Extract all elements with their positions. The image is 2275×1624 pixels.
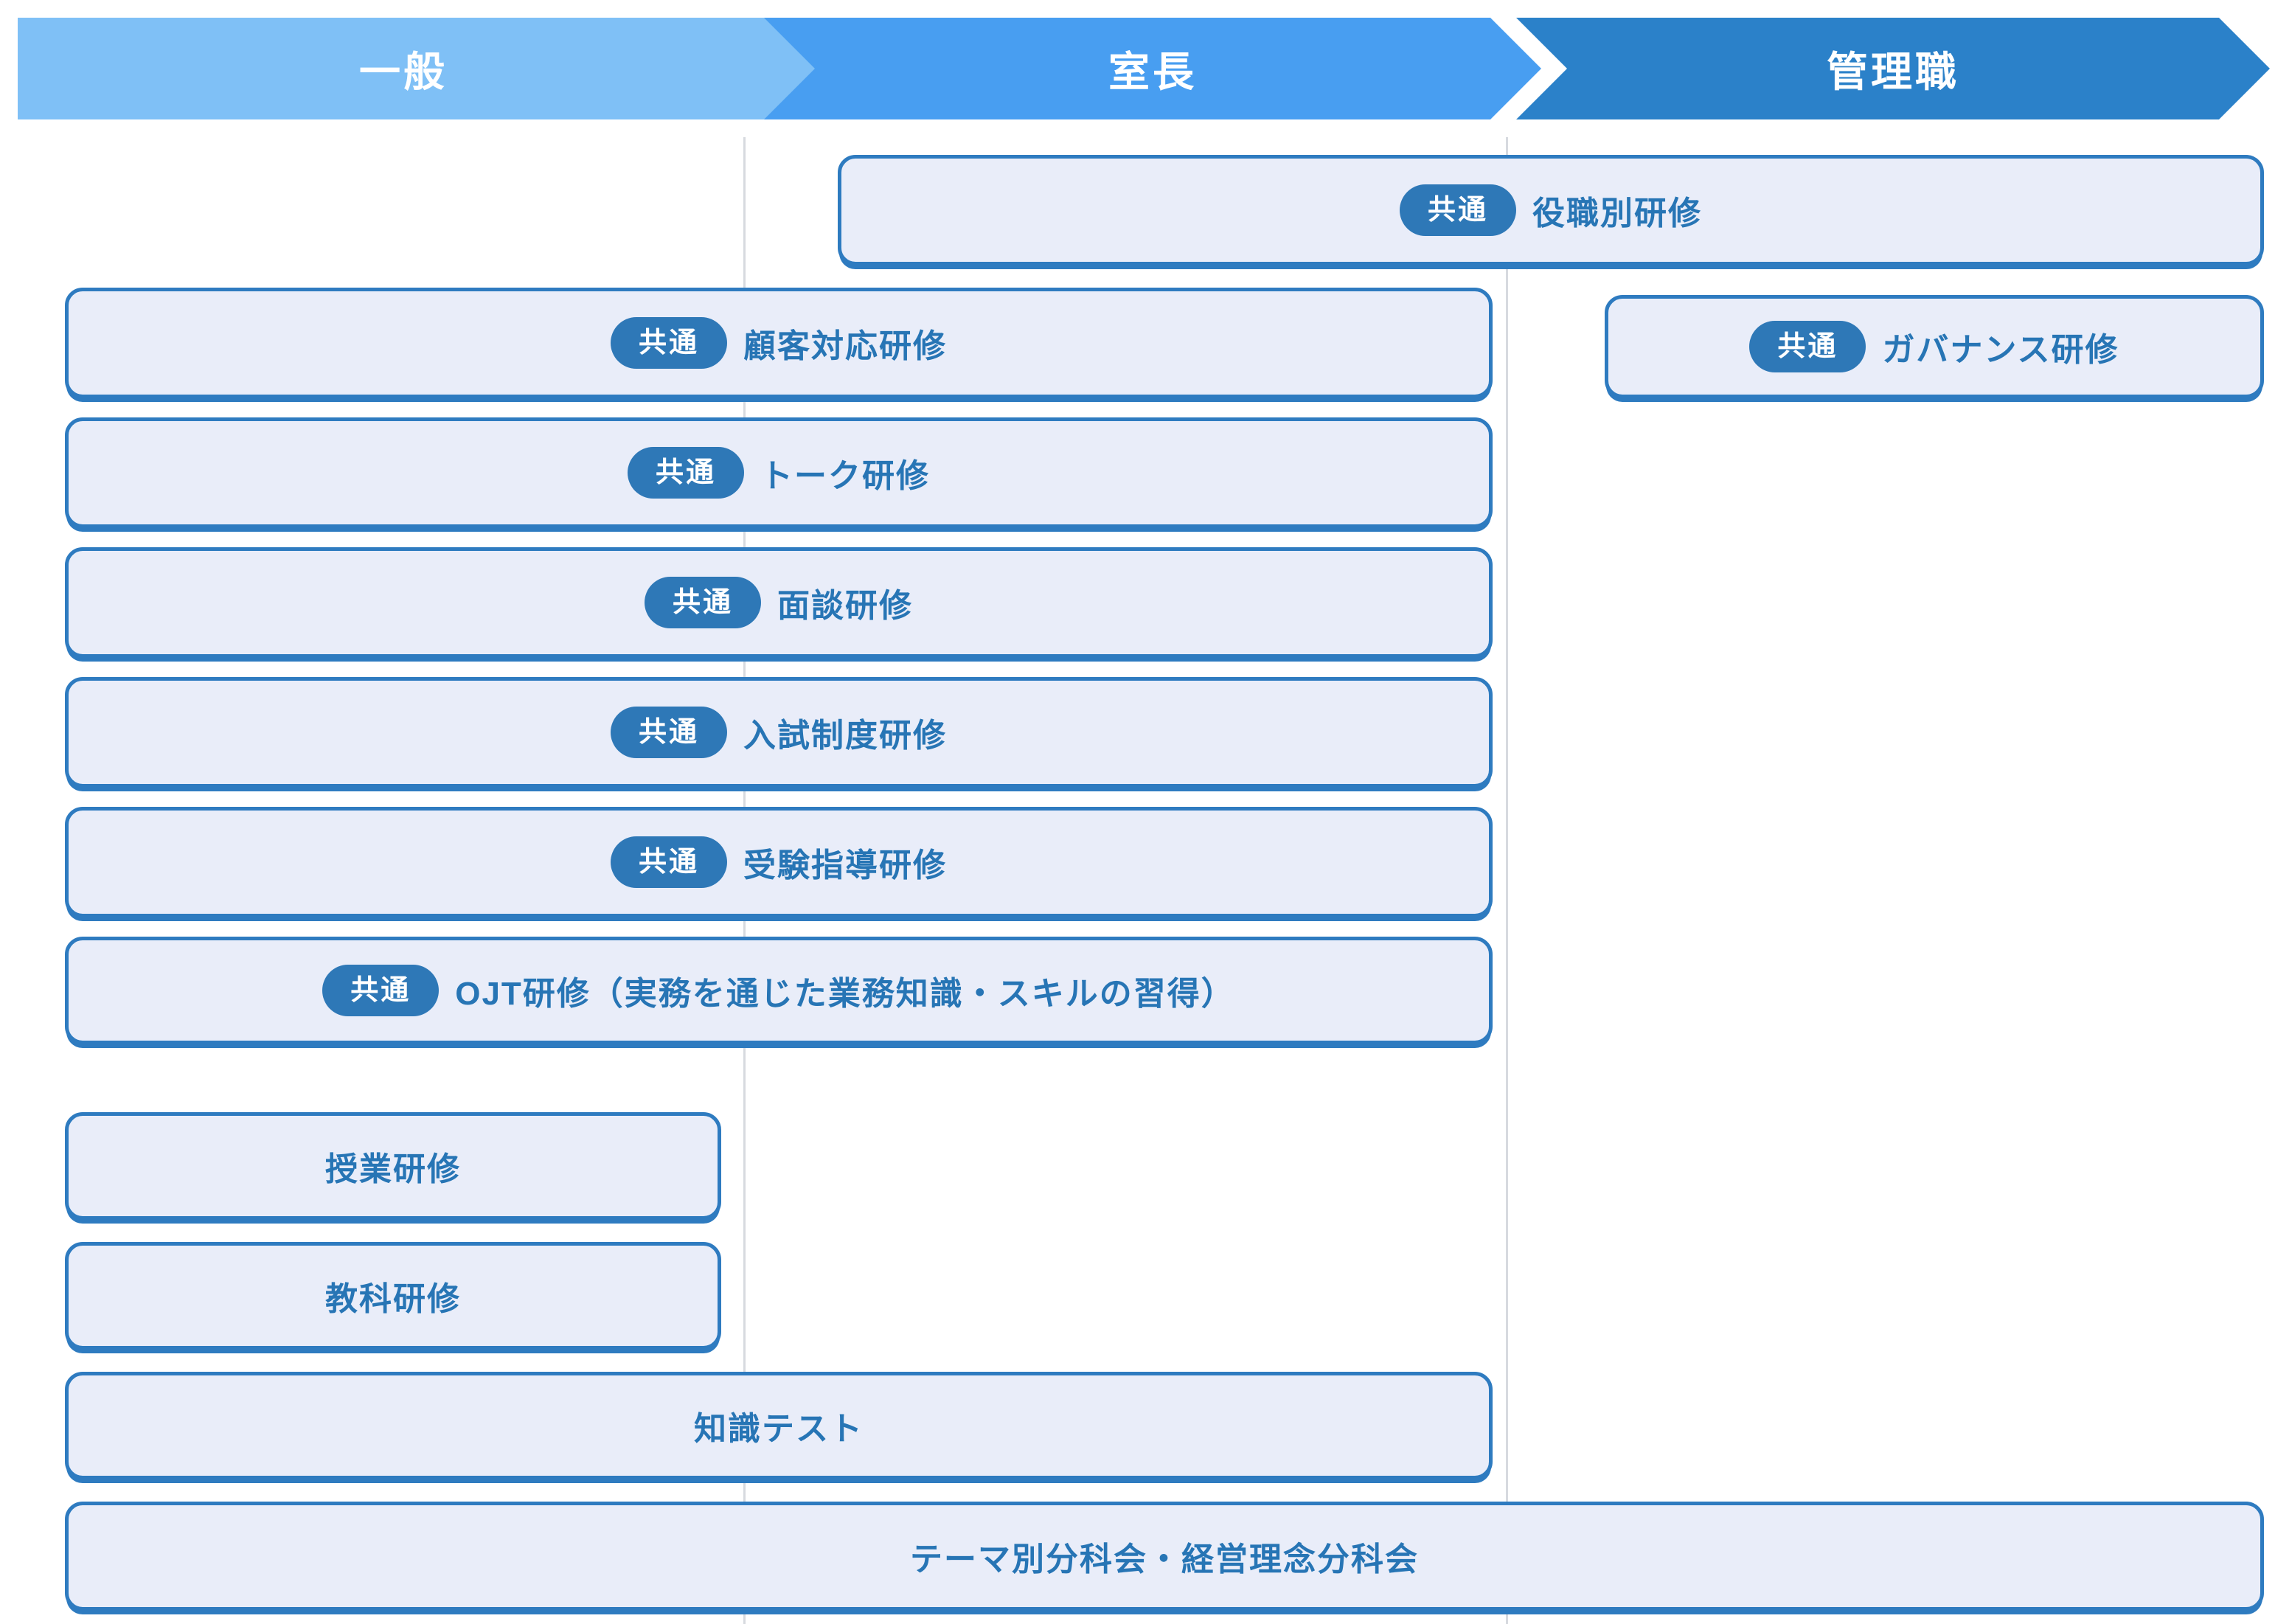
stage-label-general: 一般 [359,48,448,95]
box-position-training: 共通 役職別研修 [838,155,2264,266]
box-label: 顧客対応研修 [743,328,947,364]
box-theme-subcommittee: テーマ別分科会・経営理念分科会 [65,1502,2264,1611]
box-label: 受験指導研修 [743,847,947,884]
box-label: 知識テスト [694,1411,864,1447]
box-label: 役職別研修 [1532,195,1702,232]
stage-arrow-room-chief: 室長 [764,18,1541,119]
box-subject-training: 教科研修 [65,1242,721,1350]
box-label: 面談研修 [777,588,913,624]
stage-label-management: 管理職 [1827,48,1959,95]
common-badge: 共通 [1749,321,1866,372]
common-badge: 共通 [322,965,440,1016]
box-interview-training: 共通 面談研修 [65,547,1493,658]
box-label: OJT研修（実務を通じた業務知識・スキルの習得） [455,976,1235,1012]
box-label: 教科研修 [325,1281,461,1317]
box-talk-training: 共通 トーク研修 [65,417,1493,528]
common-badge: 共通 [644,577,761,628]
common-badge: 共通 [610,707,727,758]
box-ojt-training: 共通 OJT研修（実務を通じた業務知識・スキルの習得） [65,937,1493,1044]
box-customer-service-training: 共通 顧客対応研修 [65,288,1493,398]
common-badge: 共通 [610,317,727,369]
box-exam-guidance-training: 共通 受験指導研修 [65,807,1493,917]
box-knowledge-test: 知識テスト [65,1372,1493,1479]
common-badge: 共通 [1399,184,1516,236]
box-label: トーク研修 [760,458,930,494]
box-lesson-training: 授業研修 [65,1112,721,1220]
box-label: ガバナンス研修 [1882,332,2119,368]
common-badge: 共通 [627,447,744,499]
box-label: 入試制度研修 [743,718,947,754]
column-divider-2 [1506,137,1508,1624]
box-label: 授業研修 [325,1151,461,1187]
stage-arrow-management: 管理職 [1516,18,2270,119]
box-governance-training: 共通 ガバナンス研修 [1605,295,2264,398]
box-entrance-exam-system-training: 共通 入試制度研修 [65,677,1493,788]
box-label: テーマ別分科会・経営理念分科会 [910,1541,1419,1578]
stage-label-room-chief: 室長 [1108,48,1197,95]
stage-arrow-general: 一般 [18,18,838,119]
common-badge: 共通 [610,836,727,888]
